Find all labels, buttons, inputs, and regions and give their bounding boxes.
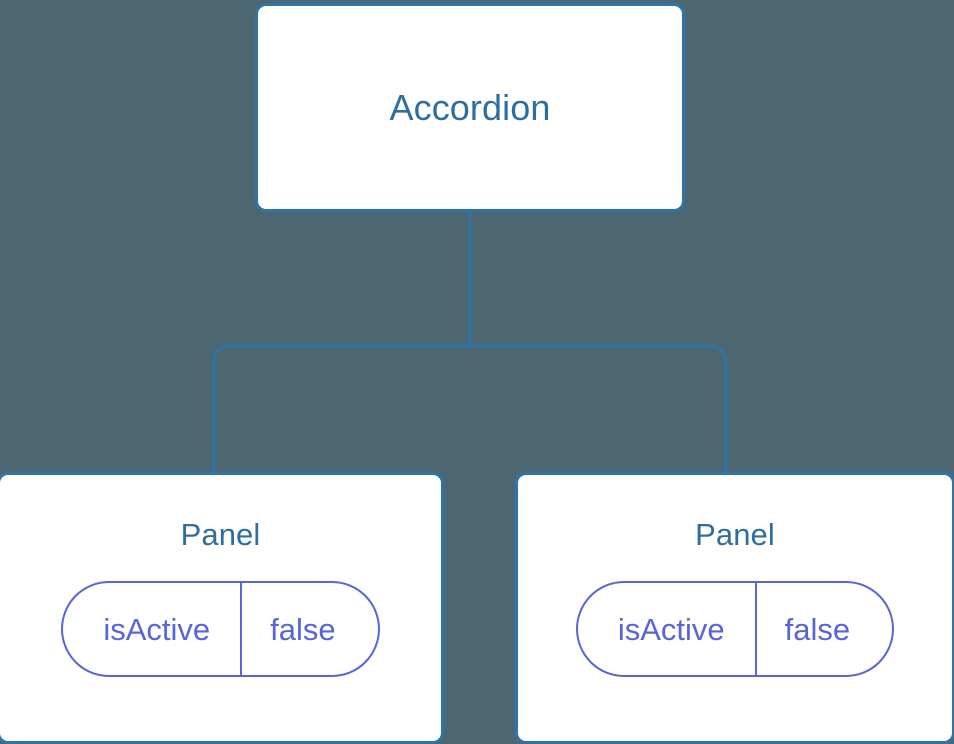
node-panel-1-prop-pill[interactable]: isActive false [575,581,895,677]
node-panel-0-prop-pill[interactable]: isActive false [61,581,380,677]
node-panel-1-title: Panel [695,517,775,552]
node-panel-0-title: Panel [180,517,261,552]
node-panel-1-prop-key: isActive [617,611,725,647]
node-panel-1-prop-value: false [754,583,892,675]
node-panel-1[interactable]: Panel isActive false [515,472,954,744]
node-accordion-title: Accordion [389,86,551,128]
node-panel-0[interactable]: Panel isActive false [0,472,444,744]
node-panel-0-prop-value: false [240,583,377,675]
node-panel-0-prop-key: isActive [103,611,211,647]
connector-to-panel-0 [212,344,470,474]
connector-to-panel-1 [470,344,728,474]
node-accordion[interactable]: Accordion [255,3,685,212]
